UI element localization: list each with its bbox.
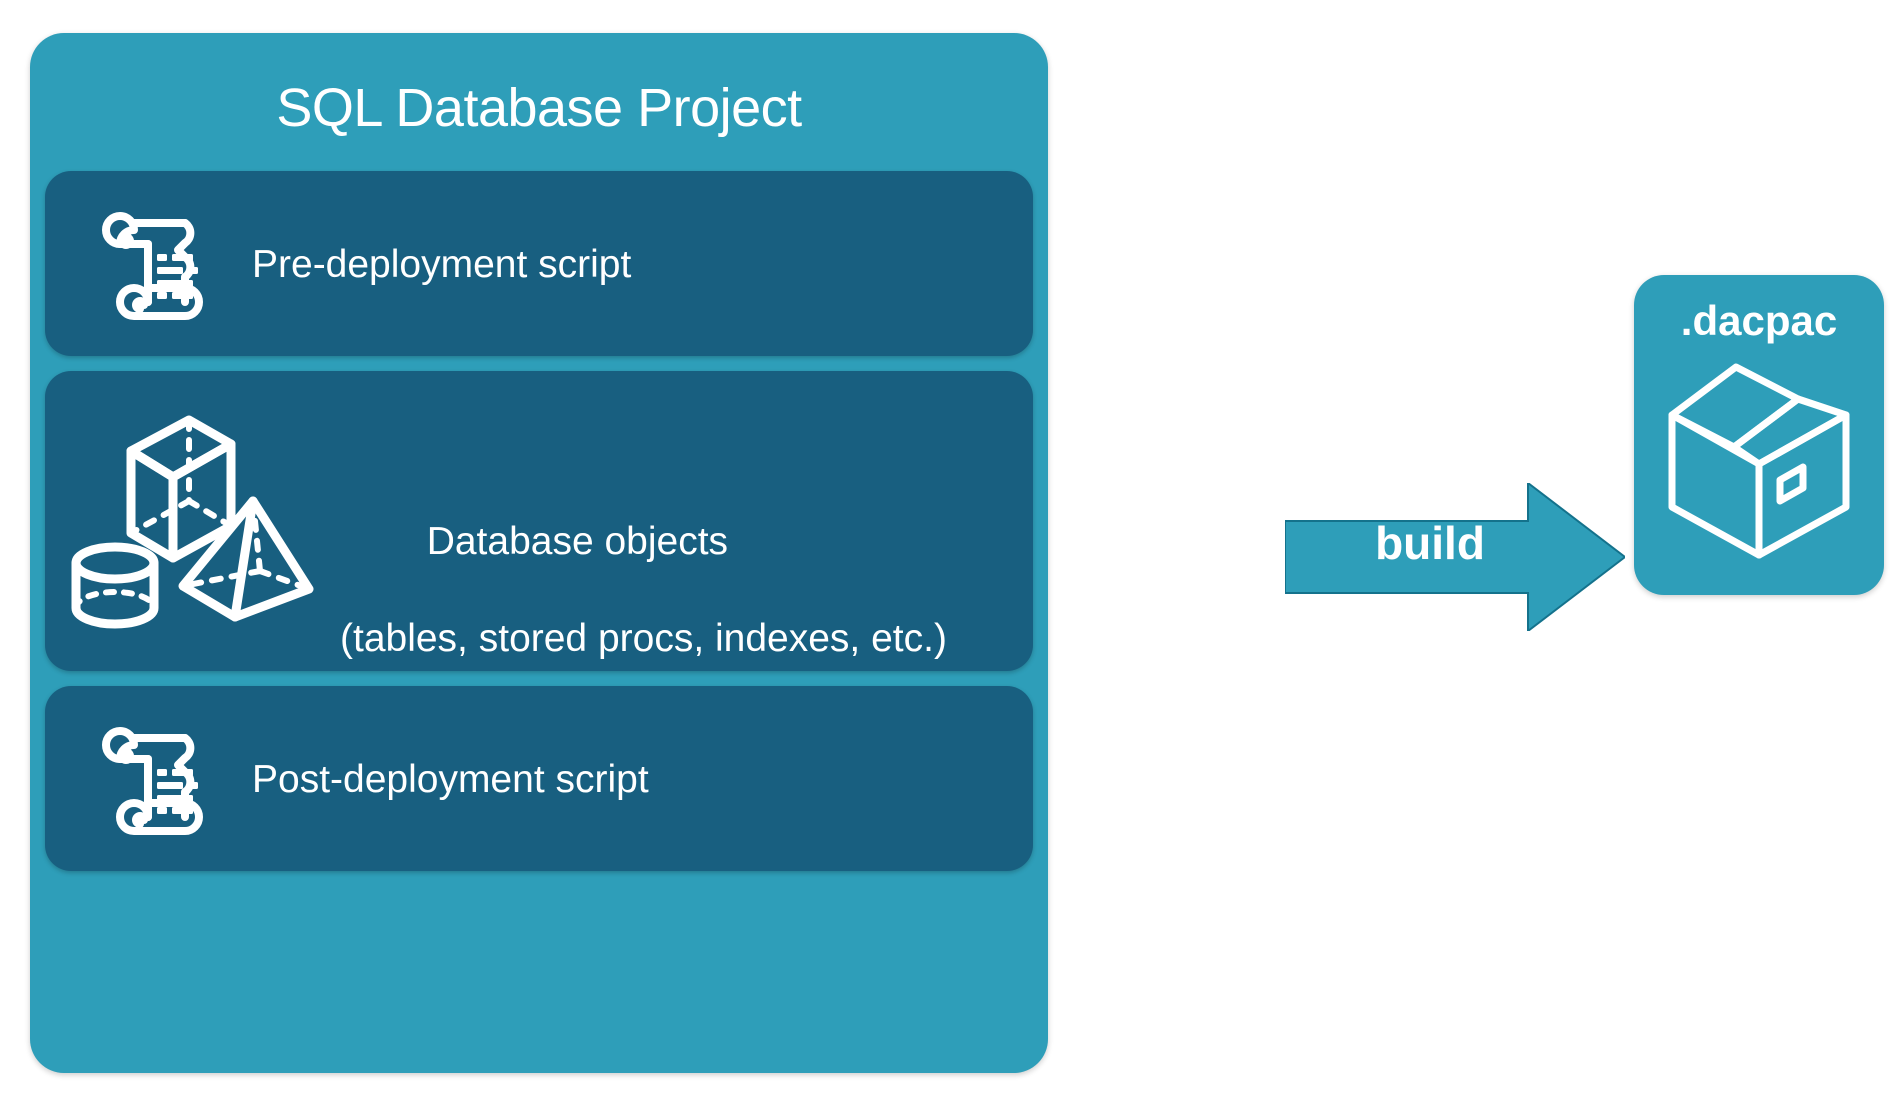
right-arrow-icon [1284, 480, 1627, 634]
dacpac-title: .dacpac [1680, 297, 1838, 344]
scroll-icon [93, 714, 221, 847]
database-objects-icons [55, 393, 335, 648]
project-title: SQL Database Project [276, 78, 802, 138]
database-objects-label-line2: (tables, stored procs, indexes, etc.) [340, 617, 947, 661]
database-objects-card[interactable]: Database objects (tables, stored procs, … [45, 371, 1033, 671]
package-box-icon [1668, 363, 1850, 564]
pre-deployment-script-label: Pre-deployment script [252, 243, 632, 286]
dacpac-output-card[interactable]: .dacpac [1634, 275, 1884, 595]
database-objects-label: Database objects (tables, stored procs, … [340, 469, 947, 762]
post-deployment-script-card[interactable]: Post-deployment script [45, 686, 1033, 871]
scroll-icon [93, 199, 221, 332]
build-arrow-label: build [1375, 517, 1485, 569]
database-objects-label-line1: Database objects [426, 519, 729, 563]
post-deployment-script-label: Post-deployment script [252, 758, 649, 801]
sql-database-project-container: SQL Database Project [30, 33, 1048, 1073]
pre-deployment-script-card[interactable]: Pre-deployment script [45, 171, 1033, 356]
